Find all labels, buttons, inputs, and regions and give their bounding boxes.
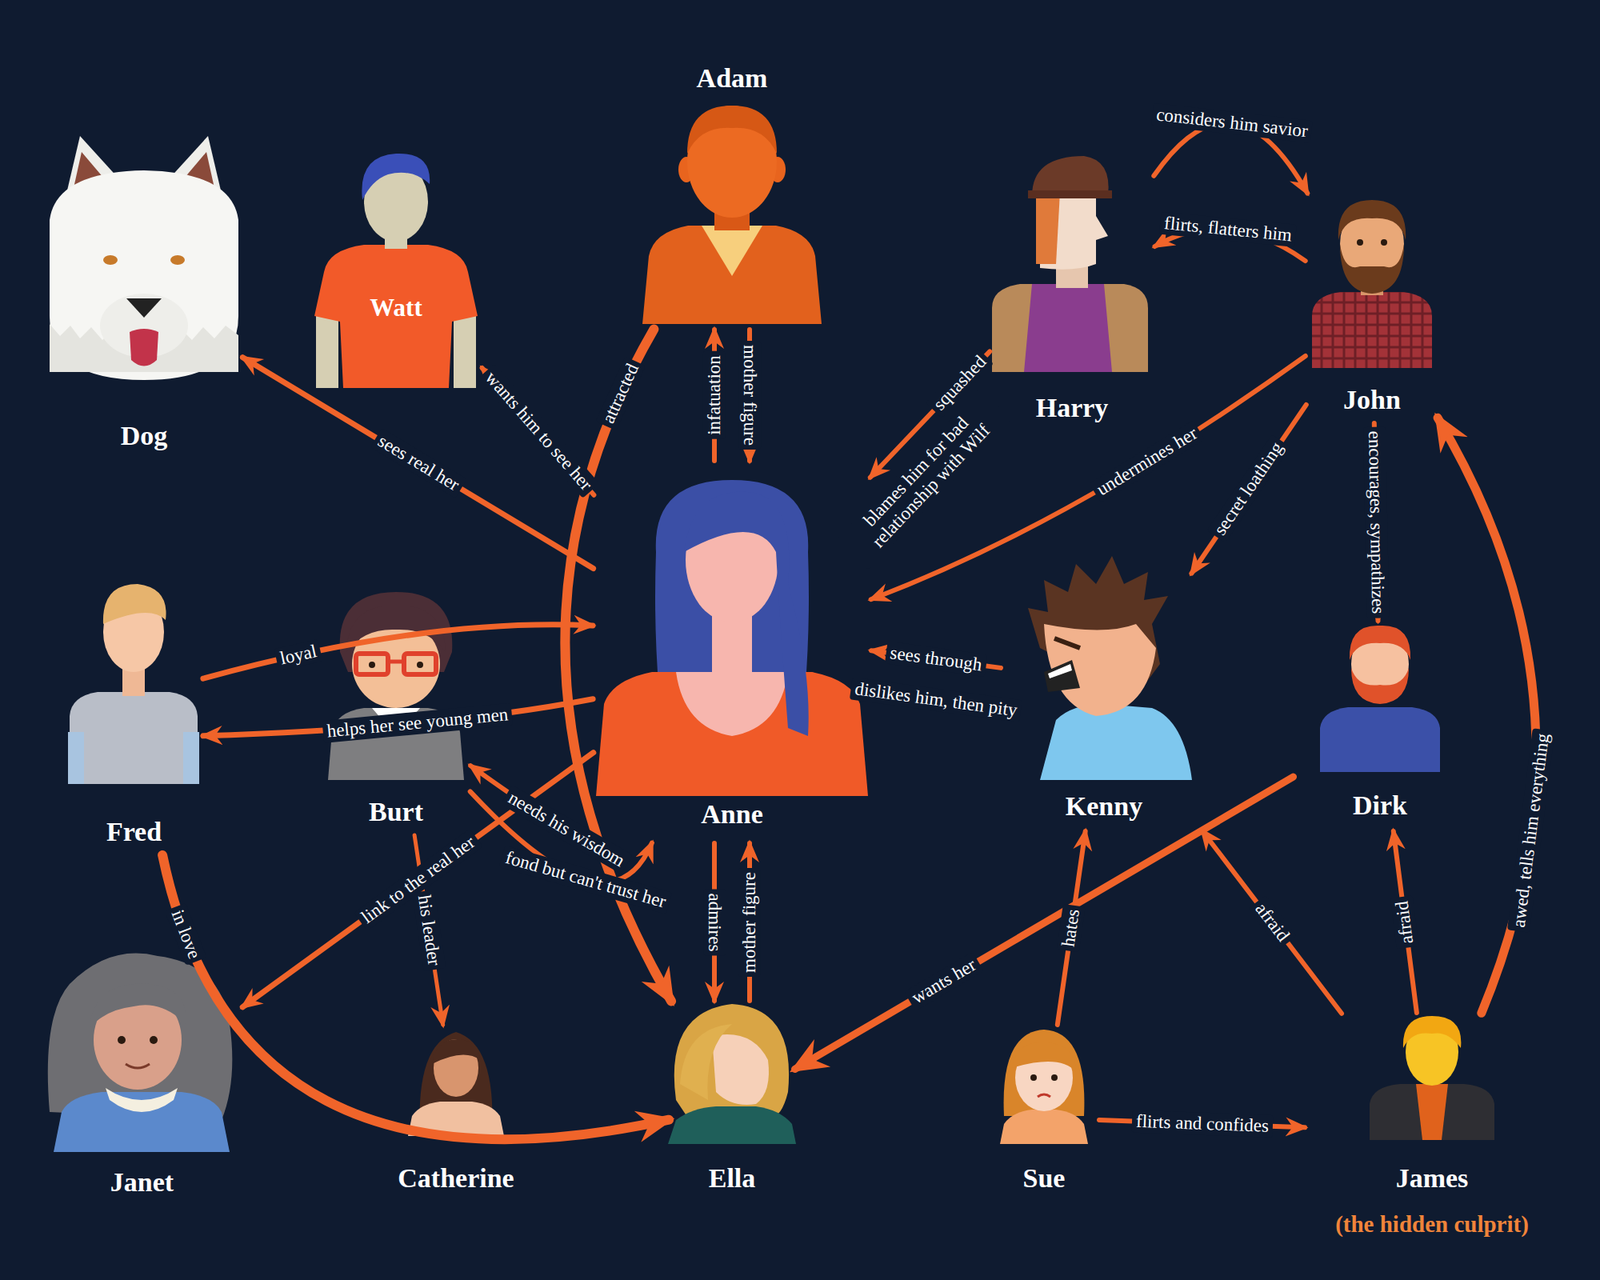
relation-label: mother figure (738, 340, 761, 450)
kenny-figure (1028, 556, 1192, 780)
relation-label: loyal (274, 639, 324, 672)
relation-arrow (1202, 830, 1342, 1014)
sue-figure (1000, 1029, 1088, 1144)
character-name: Kenny (1065, 790, 1143, 823)
character-name: Fred (106, 816, 162, 848)
james-figure (1369, 1016, 1495, 1140)
relation-label: flirts and confides (1131, 1109, 1273, 1138)
relation-label: wants her (904, 952, 985, 1012)
john-figure (1312, 200, 1432, 368)
relation-label: admires (703, 888, 726, 956)
character-node: Dog (48, 136, 240, 460)
relation-label: undermines her (1089, 420, 1206, 504)
character-node: Watt (312, 152, 480, 388)
character-node: Catherine (384, 1028, 528, 1196)
relation-label: his leader (412, 889, 447, 972)
anne-figure (596, 480, 868, 796)
relation-arrow (795, 776, 1294, 1069)
character-node: Fred (68, 584, 200, 852)
character-name: Sue (1023, 1162, 1066, 1195)
character-name: Dog (120, 420, 168, 452)
character-name: John (1343, 384, 1401, 416)
character-name: Ella (708, 1162, 756, 1195)
relation-label: mother figure (738, 868, 761, 977)
character-name: James (1396, 1162, 1469, 1195)
character-node: Anne (596, 464, 868, 840)
character-node: Adam (648, 62, 816, 327)
character-node: James (the hidden culprit) (1308, 1016, 1556, 1248)
relation-label: considers him savior (1151, 102, 1313, 144)
relation-label: secret loathing (1207, 434, 1292, 544)
harry-figure (992, 156, 1148, 372)
relation-label: sees real her (369, 428, 467, 499)
relation-label: in love (164, 903, 207, 967)
relation-label: blames him for bad relationship with Wil… (836, 388, 1012, 569)
relation-arrow (162, 855, 669, 1140)
relation-label: dislikes him, then pity (849, 676, 1023, 723)
character-name: Adam (696, 62, 768, 95)
relation-label: helps her see young men (322, 702, 514, 744)
relation-arrow (1191, 404, 1306, 574)
character-name: Burt (368, 796, 424, 828)
relation-label: encourages, sympathizes (1363, 426, 1390, 618)
relation-label: flirts, flatters him (1159, 211, 1297, 248)
relation-arrow (203, 624, 593, 679)
character-name: Watt (369, 292, 422, 324)
character-note: (the hidden culprit) (1335, 1208, 1529, 1240)
character-node: Ella (672, 1004, 792, 1208)
relation-label: infatuation (703, 351, 726, 440)
dirk-figure (1320, 625, 1440, 772)
adam-figure (642, 105, 822, 324)
character-name: Harry (1036, 392, 1109, 424)
character-name: Dirk (1352, 789, 1408, 822)
relation-arrow (242, 357, 593, 569)
relation-label: attracted (595, 356, 646, 432)
catherine-figure (408, 1032, 504, 1136)
character-node: John (1308, 196, 1436, 420)
fred-figure (68, 584, 200, 784)
relation-label: wants him to see her (476, 364, 600, 499)
character-name: Catherine (397, 1162, 514, 1195)
burt-figure (328, 592, 464, 780)
character-node: Janet (44, 952, 240, 1208)
relation-label: afraid (1247, 895, 1296, 950)
character-node: Sue (992, 1028, 1096, 1208)
relation-arrow (1057, 831, 1086, 1025)
character-node: Dirk (1296, 624, 1464, 828)
relation-arrow (242, 752, 594, 1008)
character-node: Harry (992, 160, 1152, 428)
watt-figure (314, 153, 478, 388)
relation-label: awed, tells him everything (1507, 728, 1556, 933)
character-name: Anne (700, 798, 763, 831)
relation-label: hates (1056, 904, 1086, 953)
ella-figure (668, 1004, 796, 1144)
relation-label: sees through (884, 640, 988, 677)
character-name: Janet (110, 1166, 174, 1199)
relation-label: fond but can't trust her (499, 844, 673, 915)
character-node: Kenny (1004, 576, 1204, 828)
dog-figure (49, 136, 239, 380)
relation-label: afraid (1390, 895, 1420, 949)
